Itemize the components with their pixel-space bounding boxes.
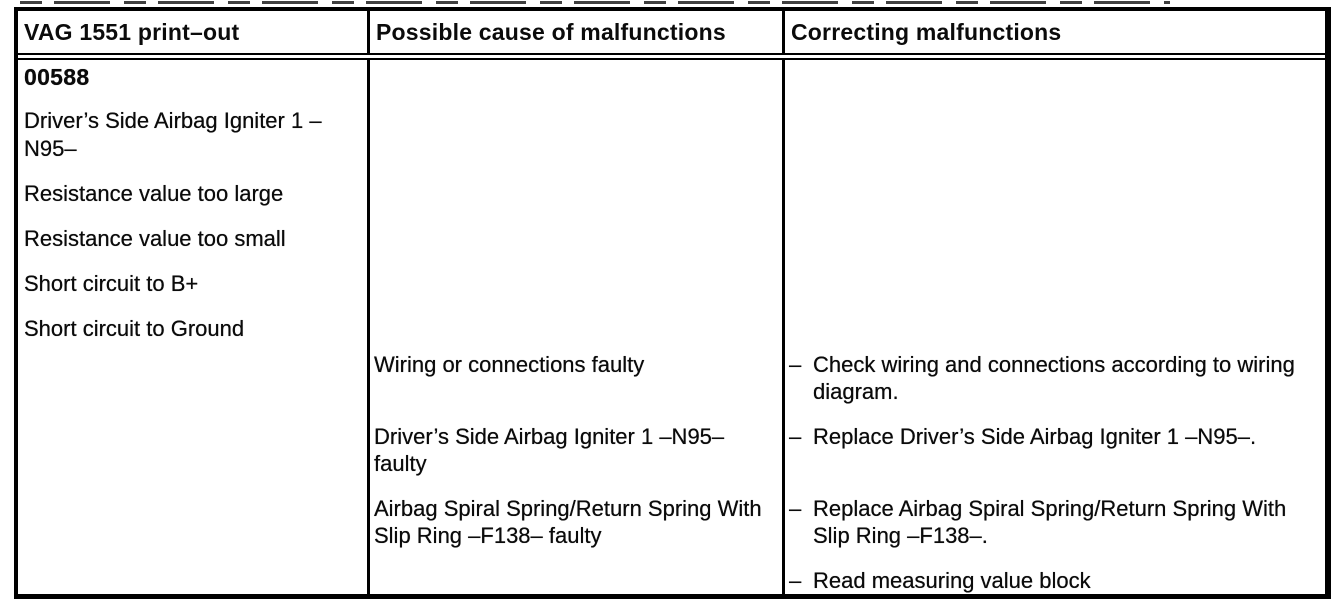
correcting-malfunctions-cell: – Check wiring and connections according… [785, 60, 1325, 594]
correction-item: – Read measuring value block [789, 567, 1317, 594]
dash-bullet: – [789, 568, 802, 593]
header-correcting-malfunctions: Correcting malfunctions [791, 19, 1062, 45]
correction-item: – Replace Airbag Spiral Spring/Return Sp… [789, 495, 1317, 567]
scan-artifact-line [20, 1, 1170, 4]
fault-symptom: Short circuit to B+ [24, 271, 199, 296]
header-possible-cause: Possible cause of malfunctions [370, 11, 785, 53]
cause-item: Driver’s Side Airbag Igniter 1 –N95– fau… [374, 424, 725, 476]
fault-symptom: Short circuit to Ground [24, 316, 245, 341]
fault-description: Driver’s Side Airbag Igniter 1 –N95– [24, 108, 322, 161]
header-vag-printout: VAG 1551 print–out [18, 11, 370, 53]
dash-bullet: – [789, 352, 802, 377]
vag-printout-cell: 00588 Driver’s Side Airbag Igniter 1 –N9… [18, 60, 370, 594]
cause-item: Airbag Spiral Spring/Return Spring With … [374, 496, 762, 548]
cause-item: Wiring or connections faulty [374, 352, 645, 377]
table-header-row: VAG 1551 print–out Possible cause of mal… [18, 11, 1325, 60]
possible-cause-cell: Wiring or connections faulty Driver’s Si… [370, 60, 785, 594]
dash-bullet: – [789, 496, 802, 521]
dash-bullet: – [789, 424, 802, 449]
correction-text: Read measuring value block [813, 568, 1091, 593]
correction-text: Replace Airbag Spiral Spring/Return Spri… [813, 496, 1287, 548]
fault-symptom: Resistance value too large [24, 181, 284, 206]
correction-text: Check wiring and connections according t… [813, 352, 1295, 404]
fault-code: 00588 [24, 64, 90, 90]
table-body-row: 00588 Driver’s Side Airbag Igniter 1 –N9… [18, 60, 1325, 594]
correction-item: – Replace Driver’s Side Airbag Igniter 1… [789, 423, 1317, 495]
fault-diagnosis-table: VAG 1551 print–out Possible cause of mal… [14, 7, 1331, 599]
fault-symptom: Resistance value too small [24, 226, 286, 251]
correction-item: – Check wiring and connections according… [789, 351, 1317, 423]
correction-text: Replace Driver’s Side Airbag Igniter 1 –… [813, 424, 1257, 449]
